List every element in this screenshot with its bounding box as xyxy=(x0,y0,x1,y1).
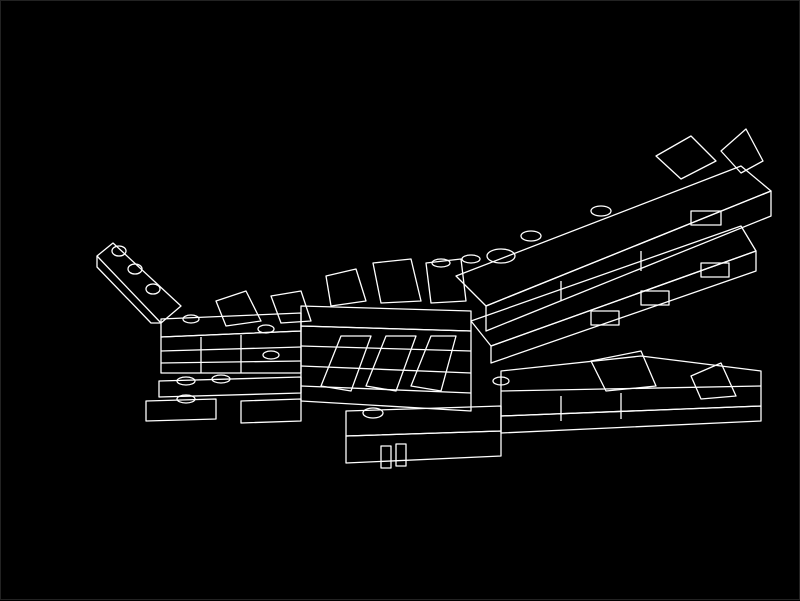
left-body xyxy=(160,290,312,374)
central-body xyxy=(300,254,481,412)
front-foot xyxy=(345,405,502,469)
left-legs xyxy=(145,374,302,424)
head-upper-jaw xyxy=(455,128,772,364)
tail-plate xyxy=(96,242,182,324)
head-lower-jaw xyxy=(492,350,762,434)
